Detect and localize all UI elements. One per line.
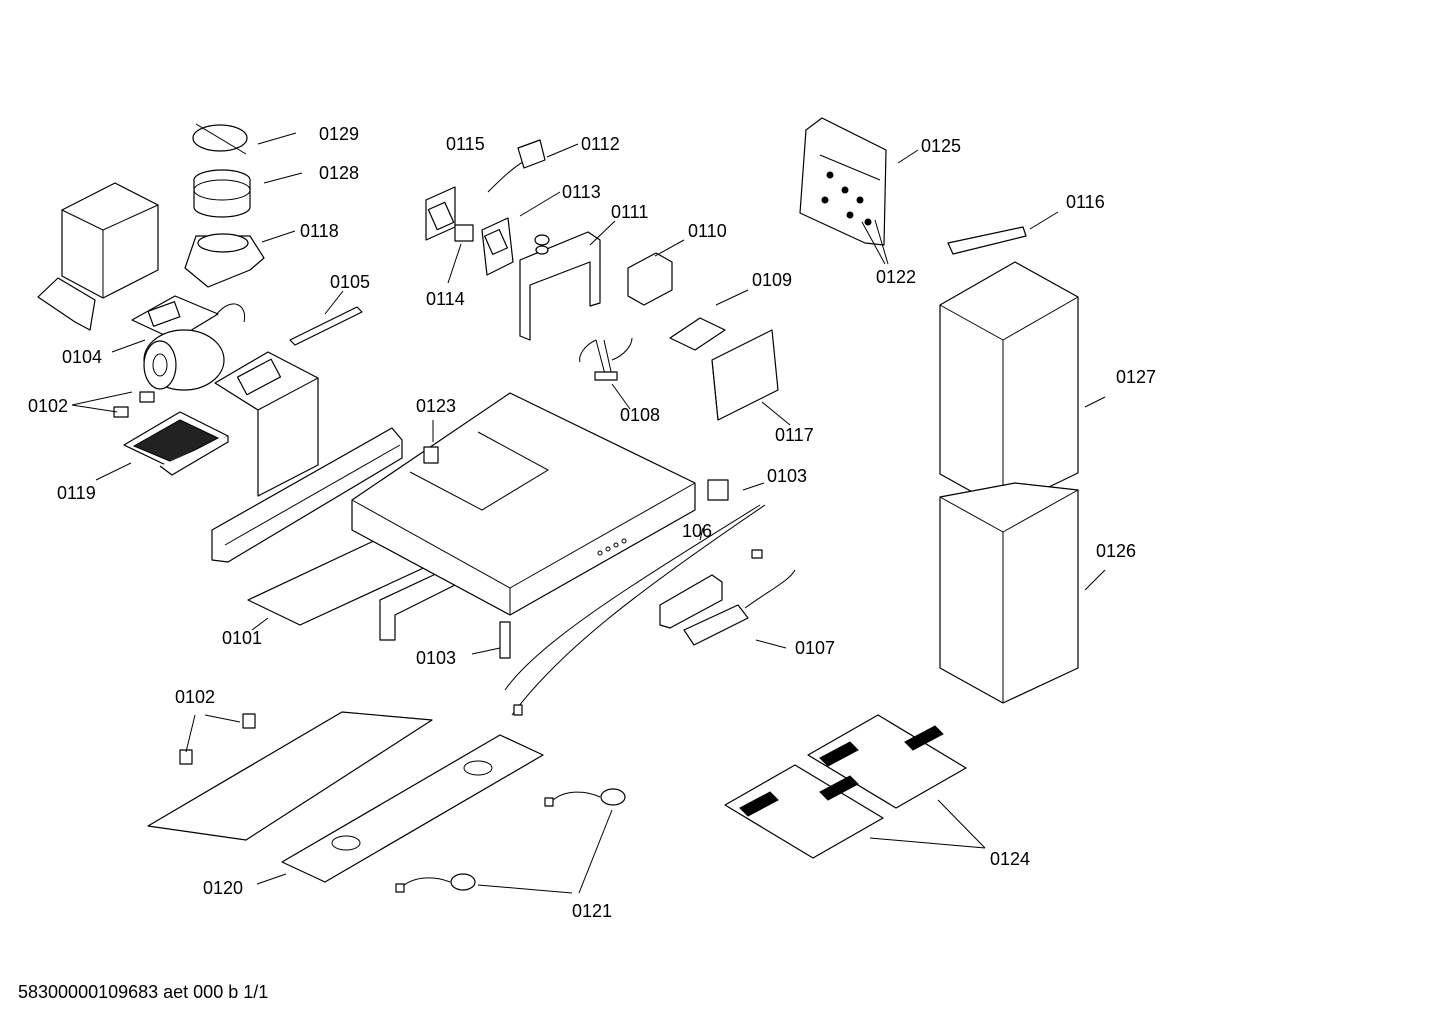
callout-0127: 0127: [1116, 367, 1157, 387]
part-0126-lower-chimney: [939, 482, 1079, 704]
part-hood-body: [351, 392, 696, 616]
callout-0101: 0101: [222, 628, 263, 648]
part-0125-screw-bag: [799, 117, 887, 246]
part-0124-filters: [724, 714, 967, 859]
callout-0115: 0115: [446, 134, 485, 154]
part-0117-box: [711, 329, 779, 421]
callout-0102-lower: 0102: [175, 687, 216, 707]
part-0102-clips: [113, 391, 155, 418]
part-0112-cable-plug: [487, 139, 546, 193]
part-0108-wiring: [579, 337, 633, 381]
part-0110-transformer: [627, 252, 673, 306]
callout-0128: 0128: [319, 163, 360, 183]
callout-0114: 0114: [426, 289, 465, 309]
part-mounting-frame: [214, 351, 319, 497]
callout-0123: 0123: [416, 396, 457, 416]
callout-0110: 0110: [688, 221, 727, 241]
part-0123-clip: [423, 446, 439, 464]
part-0103-clips: [499, 479, 729, 659]
callout-0124: 0124: [990, 849, 1031, 869]
part-0119-filter: [123, 411, 229, 476]
callout-0111: 0111: [611, 202, 649, 222]
callout-0109: 0109: [752, 270, 793, 290]
callout-0121: 0121: [572, 901, 613, 921]
callout-0116: 0116: [1066, 192, 1105, 212]
document-reference-footer: 58300000109683 aet 000 b 1/1: [18, 982, 269, 1002]
callout-0120: 0120: [203, 878, 244, 898]
callout-0103-lower: 0103: [416, 648, 457, 668]
callout-0117: 0117: [775, 425, 814, 445]
callout-0113: 0113: [562, 182, 601, 202]
part-0116-bracket: [947, 226, 1027, 255]
part-0105-strip: [289, 306, 363, 346]
part-0102-lower-clips: [179, 713, 256, 765]
callout-0122: 0122: [876, 267, 917, 287]
part-0128-collar: [193, 169, 251, 218]
callout-0129: 0129: [319, 124, 360, 144]
part-0118-adapter: [184, 233, 265, 288]
part-106-cable: [504, 504, 766, 716]
callout-0103-upper: 0103: [767, 466, 808, 486]
part-0115-switch: [425, 186, 456, 241]
part-0127-upper-chimney: [939, 261, 1079, 510]
callout-0108: 0108: [620, 405, 661, 425]
callout-0112: 0112: [581, 134, 620, 154]
part-0111-housing: [519, 231, 601, 341]
part-0114-terminal: [454, 224, 474, 242]
callout-106: 106: [682, 521, 713, 541]
part-0113-socket: [481, 217, 514, 276]
part-rail: [211, 427, 403, 563]
part-0109-ballast: [669, 317, 726, 351]
part-0107-control: [659, 549, 796, 646]
part-0120-panel: [147, 711, 544, 883]
callout-0126: 0126: [1096, 541, 1137, 561]
part-0121-lamps: [395, 788, 626, 893]
part-left-bracket: [37, 182, 159, 331]
callout-0105: 0105: [330, 272, 371, 292]
callout-0125: 0125: [921, 136, 962, 156]
callout-0104: 0104: [62, 347, 103, 367]
callout-0107: 0107: [795, 638, 836, 658]
callout-0102-upper: 0102: [28, 396, 69, 416]
part-0104-blower: [131, 295, 246, 391]
callout-0118: 0118: [300, 221, 339, 241]
leader-lines: [71, 132, 1106, 894]
callout-0119: 0119: [57, 483, 96, 503]
part-0129-flap: [192, 123, 248, 155]
